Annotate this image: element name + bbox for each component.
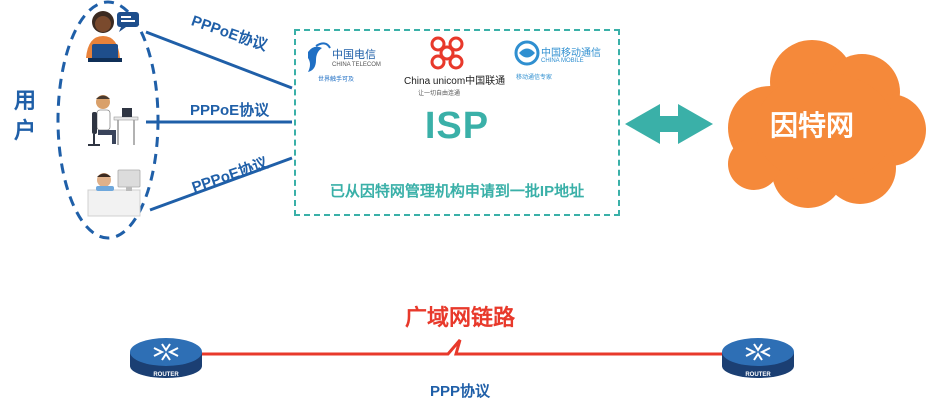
china-telecom-logo bbox=[308, 42, 331, 72]
router-right-label: ROUTER bbox=[745, 372, 771, 378]
china-mobile-logo bbox=[514, 40, 540, 66]
isp-box bbox=[294, 29, 620, 216]
china-unicom-logo bbox=[430, 36, 464, 70]
pppoe-label-2: PPPoE协议 bbox=[190, 102, 270, 119]
user-laptop-icon bbox=[86, 11, 139, 62]
router-left-label: ROUTER bbox=[153, 372, 179, 378]
user-computer-icon bbox=[87, 169, 141, 217]
isp-note: 已从因特网管理机构申请到一批IP地址 bbox=[329, 183, 585, 200]
router-left-icon bbox=[130, 338, 202, 378]
mobile-name-en: CHINA MOBILE bbox=[541, 58, 584, 64]
internet-cloud-shape bbox=[728, 40, 926, 208]
wan-link-line bbox=[200, 339, 730, 356]
wan-link-label: 广域网链路 bbox=[404, 305, 515, 330]
router-right-icon bbox=[722, 338, 794, 378]
user-desk-icon bbox=[88, 95, 139, 146]
mobile-name: 中国移动通信 bbox=[541, 48, 601, 59]
users-label: 用户 bbox=[13, 88, 36, 143]
telecom-slogan: 世界触手可及 bbox=[318, 77, 355, 83]
bidirectional-arrow-icon bbox=[625, 104, 713, 144]
unicom-name: China unicom中国联通 bbox=[404, 76, 506, 87]
pppoe-link-1 bbox=[145, 30, 293, 90]
pppoe-link-3 bbox=[149, 156, 293, 212]
users-group-ellipse bbox=[56, 0, 160, 240]
telecom-name-en: CHINA TELECOM bbox=[332, 62, 381, 68]
unicom-slogan: 让一切自由连通 bbox=[418, 91, 461, 97]
isp-title: ISP bbox=[424, 105, 490, 147]
ppp-protocol-label: PPP协议 bbox=[429, 383, 490, 400]
telecom-name: 中国电信 bbox=[332, 49, 376, 61]
mobile-slogan: 移动通信专家 bbox=[516, 75, 553, 81]
internet-label: 因特网 bbox=[769, 110, 854, 141]
